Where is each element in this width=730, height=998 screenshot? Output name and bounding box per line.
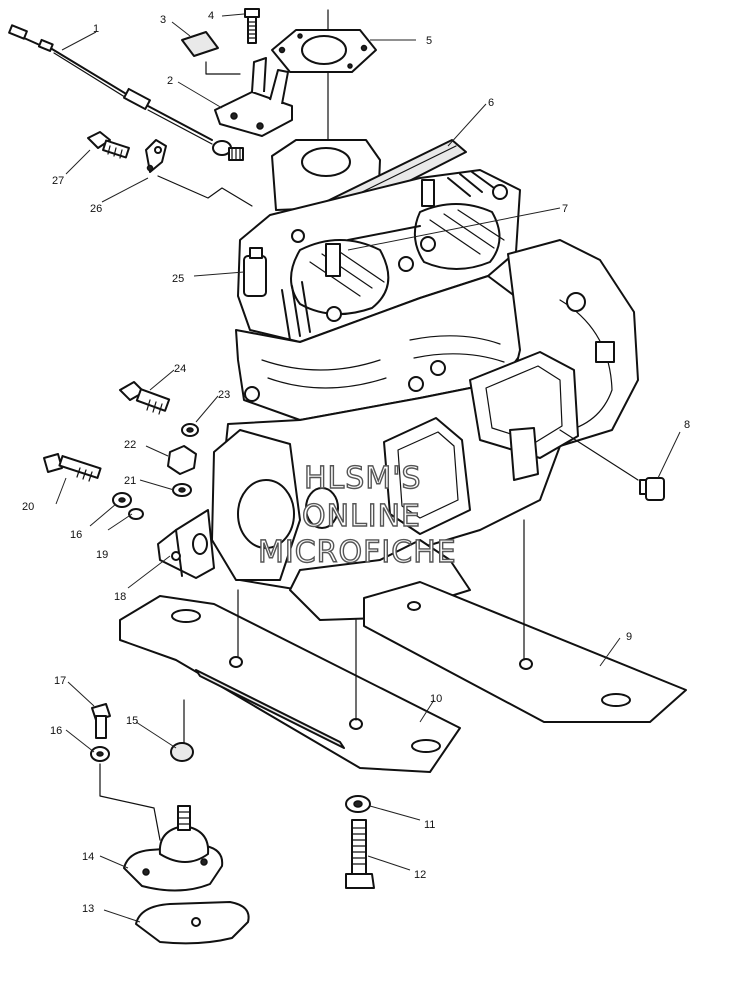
part-plate-13	[135, 901, 250, 945]
callout-1: 1	[93, 23, 99, 35]
callout-26: 26	[90, 203, 102, 215]
part-rail-10	[119, 595, 461, 773]
callout-21: 21	[124, 475, 136, 487]
callout-16-upper: 16	[70, 529, 82, 541]
callout-15: 15	[126, 715, 138, 727]
part-rail-9	[363, 581, 687, 723]
callout-5: 5	[426, 35, 432, 47]
callout-13: 13	[82, 903, 94, 915]
callout-10: 10	[430, 693, 442, 705]
leader-lines	[55, 13, 681, 923]
part-plug-8	[639, 477, 665, 501]
watermark-line-3: MICROFICHE	[258, 535, 457, 570]
watermark: HLSM'S ONLINE MICROFICHE	[257, 460, 457, 570]
part-clip-26	[145, 139, 167, 173]
callout-6: 6	[488, 97, 494, 109]
callout-12: 12	[414, 869, 426, 881]
callout-23: 23	[218, 389, 230, 401]
part-disk-15	[170, 742, 194, 762]
watermark-line-1: HLSM'S	[304, 461, 422, 496]
part-shim	[181, 31, 219, 57]
part-bolt-12	[345, 819, 375, 889]
callout-9: 9	[626, 631, 632, 643]
callout-18: 18	[114, 591, 126, 603]
callout-4: 4	[208, 10, 214, 22]
callout-16-lower: 16	[50, 725, 62, 737]
callout-19: 19	[96, 549, 108, 561]
part-bracket-2	[214, 57, 293, 137]
part-washer-19	[128, 508, 144, 520]
callout-27: 27	[52, 175, 64, 187]
part-bolt-20	[43, 453, 102, 482]
callout-7: 7	[562, 203, 568, 215]
part-engine-mount-14	[123, 805, 224, 892]
callout-2: 2	[167, 75, 173, 87]
callout-22: 22	[124, 439, 136, 451]
callout-17: 17	[54, 675, 66, 687]
callout-8: 8	[684, 419, 690, 431]
callout-14: 14	[82, 851, 94, 863]
part-gasket-5	[271, 29, 377, 73]
part-bolt-4	[244, 8, 260, 44]
part-cable	[8, 24, 244, 161]
part-nut-22	[167, 445, 197, 475]
part-bolt-27	[87, 131, 130, 159]
callout-24: 24	[174, 363, 186, 375]
callout-3: 3	[160, 14, 166, 26]
part-bolt-17	[91, 703, 111, 739]
watermark-line-2: ONLINE	[302, 499, 421, 534]
engine-assembly	[211, 139, 639, 621]
part-bracket-18	[157, 509, 215, 579]
callout-11: 11	[424, 819, 435, 831]
callout-25: 25	[172, 273, 184, 285]
callout-labels: 1 2 3 4 5 6 7 8 9 10 11 12 13 14 15 16 1…	[22, 10, 690, 915]
callout-20: 20	[22, 501, 34, 513]
part-bolt-24	[119, 381, 171, 415]
